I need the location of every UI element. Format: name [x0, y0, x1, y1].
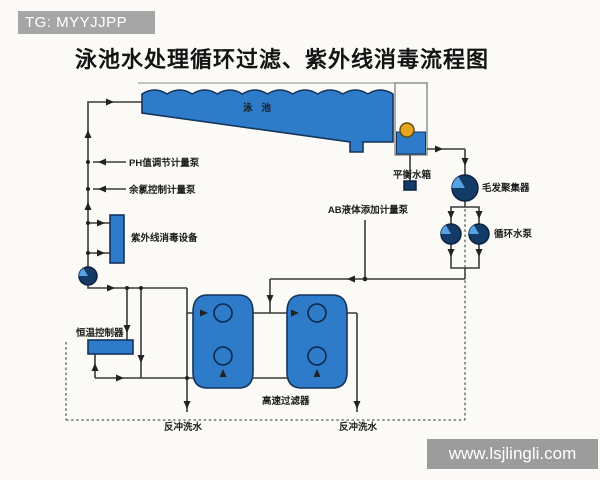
pump2-wedge: [468, 225, 479, 234]
arrow-thermostat-out: [91, 363, 99, 371]
label-backwash-right: 反冲洗水: [339, 421, 378, 433]
arrow-thermostat-in: [123, 325, 131, 333]
arrow-return: [107, 284, 115, 292]
arrow-to-pool: [106, 98, 114, 106]
junction: [362, 276, 368, 282]
label-thermostat: 恒温控制器: [76, 327, 124, 339]
pool-shape: [141, 89, 394, 153]
label-backwash-left: 反冲洗水: [164, 421, 203, 433]
label-ab-pump: AB液体添加计量泵: [328, 204, 409, 216]
arrow-uv-bottom: [97, 249, 105, 257]
label-hair-collector: 毛发聚集器: [482, 182, 530, 194]
label-chlorine-pump: 余氯控制计量泵: [128, 184, 196, 196]
arrow-to-collector: [435, 145, 443, 153]
watermark-bottom: www.lsjlingli.com: [427, 439, 598, 469]
junction: [86, 187, 90, 191]
label-uv-device: 紫外线消毒设备: [131, 232, 198, 244]
arrow-backwash-left: [183, 401, 191, 409]
tank2-top-port: [307, 303, 327, 323]
arrow-bypass: [137, 355, 145, 363]
collector-wedge: [451, 176, 465, 188]
tank1-top-port: [213, 303, 233, 323]
label-circulation-pump: 循环水泵: [494, 228, 533, 240]
junction: [86, 251, 90, 255]
arrow-pump1-in: [447, 211, 455, 219]
arrow-tank2-out: [313, 369, 321, 377]
arrow-pump2-out: [475, 249, 483, 257]
arrow-discharge: [347, 275, 355, 283]
tank2-bottom-port: [307, 346, 327, 366]
junction: [125, 286, 129, 290]
arrow-pump1-out: [447, 249, 455, 257]
thermostat-rect: [87, 339, 134, 355]
page-title: 泳池水处理循环过滤、紫外线消毒流程图: [74, 47, 489, 72]
pump1-wedge: [440, 225, 451, 234]
balance-tank-box: [394, 82, 428, 156]
filter-tank-1: [192, 294, 254, 389]
arrow-filtered: [116, 374, 124, 382]
arrow-manifold-down: [266, 295, 274, 303]
junction: [185, 376, 189, 380]
junction: [86, 160, 90, 164]
tank1-bottom-port: [213, 346, 233, 366]
label-ph-pump: PH值调节计量泵: [129, 157, 200, 169]
arrow-manifold-2: [291, 309, 299, 317]
arrow-collector-in: [461, 158, 469, 166]
label-balance-tank: 平衡水箱: [393, 169, 432, 181]
arrow-backwash-right: [353, 401, 361, 409]
balance-tank-drain-valve: [403, 180, 417, 191]
watermark-top: TG: MYYJJPP: [18, 11, 155, 34]
pipe-return-horizontal: [87, 284, 187, 289]
filter-tank-2: [286, 294, 348, 389]
pipe-main-left: [87, 101, 142, 268]
arrow-manifold-1: [200, 309, 208, 317]
arrow-chlorine: [98, 185, 106, 193]
arrow-up-1: [84, 130, 92, 138]
arrow-up-2: [84, 202, 92, 210]
pump-wedge: [78, 268, 88, 276]
float-ball-icon: [399, 122, 415, 138]
uv-device-rect: [109, 214, 125, 264]
arrow-pump2-in: [475, 211, 483, 219]
junction: [86, 221, 90, 225]
label-filter: 高速过滤器: [262, 395, 310, 407]
junction: [139, 286, 143, 290]
arrow-uv-top: [97, 219, 105, 227]
arrow-ph: [98, 158, 106, 166]
arrow-tank1-out: [219, 369, 227, 377]
pool-label: 泳池: [243, 102, 280, 114]
